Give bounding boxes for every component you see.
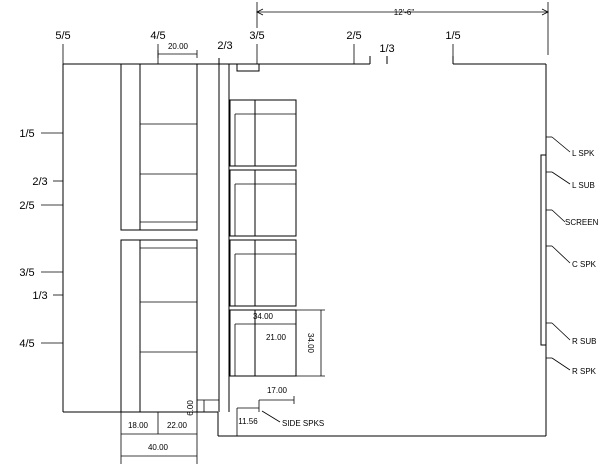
left-label: 1/3 [32, 290, 47, 302]
left-label: 1/5 [19, 128, 34, 140]
label-l-sub: L SUB [572, 181, 595, 190]
recliner-4 [229, 309, 297, 377]
overall-dimension-line [256, 2, 549, 55]
dimension-bottom-total: 40.00 [148, 443, 169, 452]
dimension-seat-depth: 34.00 [253, 312, 274, 321]
left-label: 3/5 [19, 267, 34, 279]
recliner-1 [229, 99, 297, 167]
top-label: 4/5 [150, 30, 165, 42]
dimension-top-width: 20.00 [168, 42, 189, 51]
sofa-upper [120, 63, 198, 231]
sofa-lower [120, 239, 198, 413]
room-outline [62, 56, 547, 437]
top-label: 3/5 [249, 30, 264, 42]
screen-rect [540, 154, 547, 346]
left-label: 4/5 [19, 338, 34, 350]
side-speakers-label: SIDE SPKS [282, 419, 324, 428]
top-label: 1/5 [445, 30, 460, 42]
dimension-bottom-a: 18.00 [128, 421, 149, 430]
recliner-2 [229, 169, 297, 237]
dimension-side-width: 11.56 [238, 417, 258, 426]
left-label: 2/5 [19, 200, 34, 212]
label-l-spk: L SPK [572, 149, 595, 158]
dimension-side-offset: 17.00 [267, 386, 288, 395]
top-label: 2/5 [346, 30, 361, 42]
recliner-3 [229, 239, 297, 307]
dimension-seat-inner: 21.00 [266, 333, 287, 342]
label-r-spk: R SPK [572, 367, 597, 376]
left-label: 2/3 [32, 176, 47, 188]
dimension-small-gap: 6.00 [186, 400, 195, 416]
label-c-spk: C SPK [572, 260, 597, 269]
top-labels: 5/5 4/5 2/3 3/5 2/5 1/3 1/5 [55, 30, 460, 55]
dimension-seat-height: 34.00 [306, 333, 315, 354]
left-labels: 1/5 2/3 2/5 3/5 1/3 4/5 [19, 128, 63, 350]
top-label: 2/3 [217, 40, 232, 52]
overall-dimension-text: 12'-6" [394, 8, 415, 17]
top-label: 1/3 [379, 43, 394, 55]
right-markers [546, 136, 571, 371]
label-screen: SCREEN [565, 218, 599, 227]
label-r-sub: R SUB [572, 337, 596, 346]
dimension-bottom-b: 22.00 [167, 421, 188, 430]
top-label: 5/5 [55, 30, 70, 42]
